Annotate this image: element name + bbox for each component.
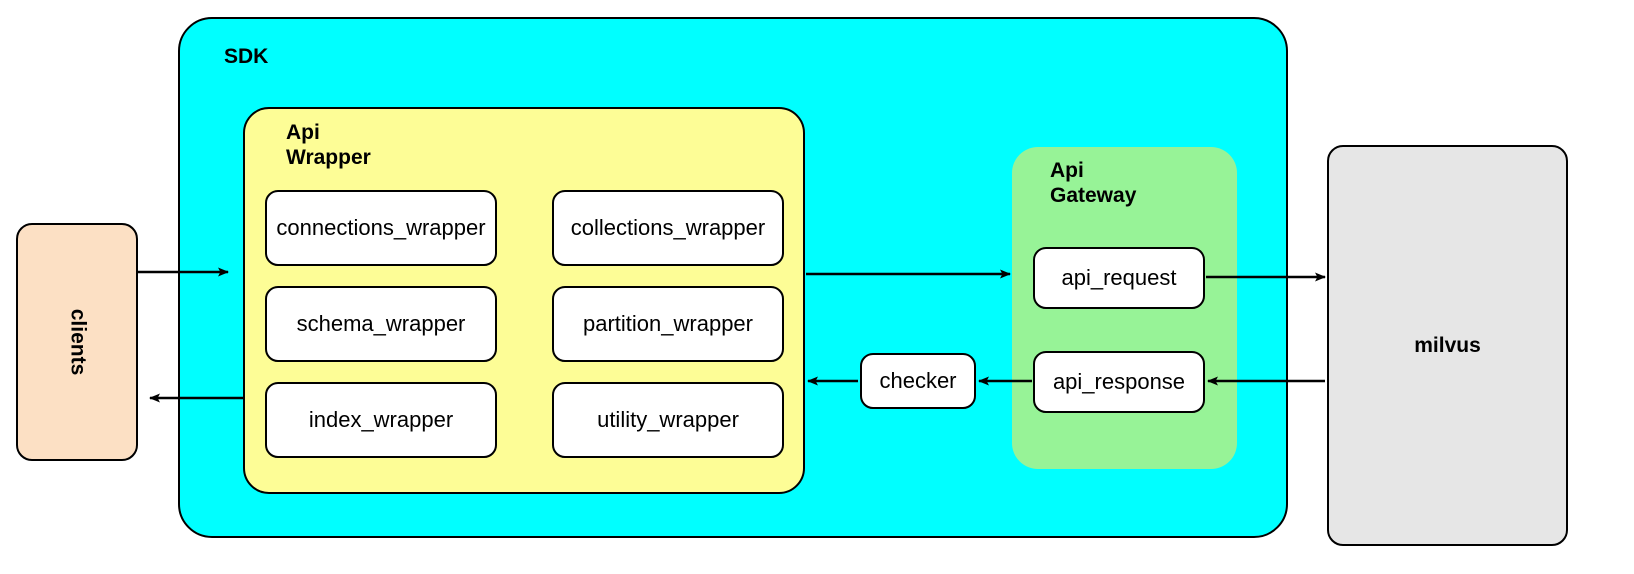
module-partition-wrapper[interactable]: partition_wrapper xyxy=(552,286,784,362)
api-gateway-label: Api Gateway xyxy=(1050,159,1137,207)
module-label: utility_wrapper xyxy=(597,407,739,432)
checker-label: checker xyxy=(879,368,957,393)
module-schema-wrapper[interactable]: schema_wrapper xyxy=(265,286,497,362)
module-utility-wrapper[interactable]: utility_wrapper xyxy=(552,382,784,458)
module-index-wrapper[interactable]: index_wrapper xyxy=(265,382,497,458)
module-api-response[interactable]: api_response xyxy=(1033,351,1205,413)
api-wrapper-label: Api Wrapper xyxy=(286,121,371,169)
module-label: connections_wrapper xyxy=(276,215,486,240)
module-connections-wrapper[interactable]: connections_wrapper xyxy=(265,190,497,266)
module-label: index_wrapper xyxy=(308,407,454,432)
clients-label: clients xyxy=(66,308,89,376)
module-label: collections_wrapper xyxy=(570,215,766,240)
module-label: api_response xyxy=(1052,369,1186,394)
sdk-label: SDK xyxy=(224,45,269,68)
checker-box[interactable]: checker xyxy=(860,353,976,409)
module-label: partition_wrapper xyxy=(583,311,753,336)
module-api-request[interactable]: api_request xyxy=(1033,247,1205,309)
milvus-box[interactable]: milvus xyxy=(1327,145,1568,546)
module-label: schema_wrapper xyxy=(296,311,466,336)
milvus-label: milvus xyxy=(1414,333,1481,357)
module-label: api_request xyxy=(1061,265,1177,290)
module-collections-wrapper[interactable]: collections_wrapper xyxy=(552,190,784,266)
clients-box[interactable]: clients xyxy=(16,223,138,461)
